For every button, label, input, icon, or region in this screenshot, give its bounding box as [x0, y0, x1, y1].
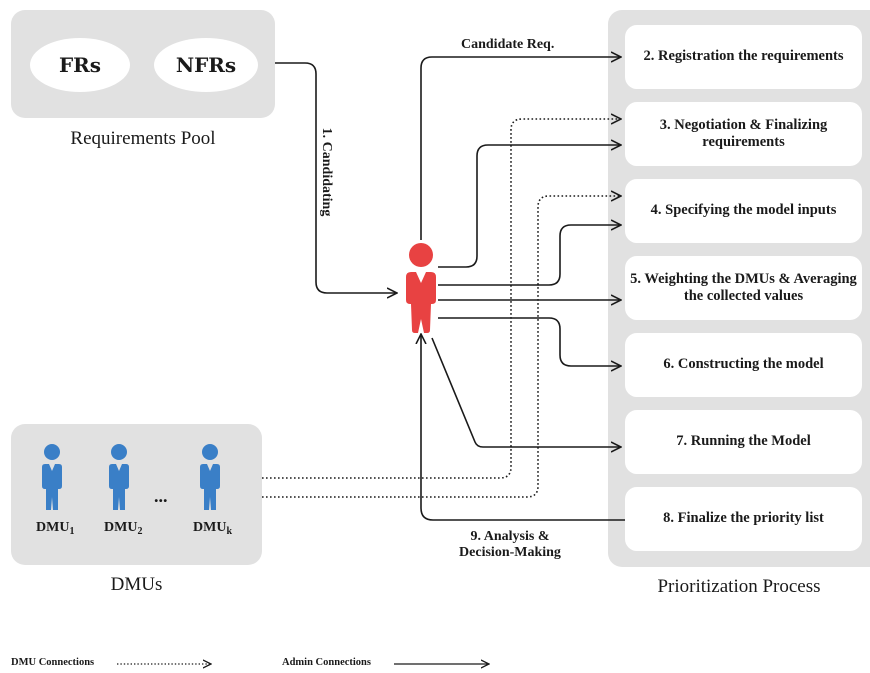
arrow-candidate-req: [420, 57, 621, 240]
dmu-label-k: DMUk: [193, 520, 232, 537]
analysis-label: 9. Analysis & Decision-Making: [459, 529, 561, 561]
step-constructing: 6. Constructing the model: [625, 333, 862, 397]
admin-body: [406, 272, 436, 333]
dmu-arrow-to-step3: [262, 119, 621, 479]
candidate-req-label: Candidate Req.: [461, 37, 555, 52]
arrow-to-step6: [438, 317, 621, 366]
step-running: 7. Running the Model: [625, 410, 862, 474]
arrow-candidating: [275, 62, 397, 293]
dmu-person-k: [200, 444, 220, 510]
dmu-arrow-to-step4: [262, 196, 621, 498]
dmu-person-2: [109, 444, 129, 510]
arrow-to-step7: [431, 337, 621, 447]
step-model-inputs: 4. Specifying the model inputs: [625, 179, 862, 243]
legend-dmu-connections: DMU Connections: [11, 657, 95, 668]
step-registration: 2. Registration the requirements: [625, 25, 862, 89]
admin-head: [409, 243, 433, 267]
step-finalize: 8. Finalize the priority list: [625, 487, 862, 551]
candidating-label: 1. Candidating: [319, 127, 334, 217]
legend-admin-connections: Admin Connections: [282, 657, 371, 668]
arrow-to-step3: [438, 145, 621, 268]
dmu-label-2: DMU2: [104, 520, 143, 537]
arrow-analysis: [421, 334, 625, 521]
requirements-pool-caption: Requirements Pool: [70, 128, 216, 149]
nfrs-ellipse: NFRs: [154, 38, 258, 92]
step-negotiation: 3. Negotiation & Finalizing requirements: [625, 102, 862, 166]
prioritization-caption: Prioritization Process: [657, 576, 821, 597]
dmu-label-1: DMU1: [36, 520, 75, 537]
arrow-to-step4: [438, 225, 621, 286]
dmu-ellipsis: ...: [154, 486, 168, 506]
dmus-caption: DMUs: [110, 574, 163, 595]
dmu-person-1: [42, 444, 62, 510]
step-weighting: 5. Weighting the DMUs & Averaging the co…: [625, 256, 862, 320]
frs-ellipse: FRs: [30, 38, 130, 92]
